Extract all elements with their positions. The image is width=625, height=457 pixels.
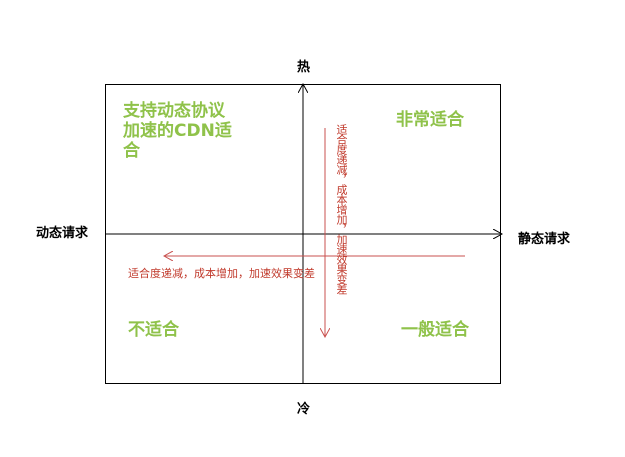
- vertical-trend-note: 适合度递减，成本增加，加速效果变差: [335, 124, 348, 294]
- axis-label-bottom: 冷: [297, 402, 311, 417]
- quadrant-bottom-right-label: 一般适合: [401, 320, 469, 340]
- axis-label-right: 静态请求: [518, 232, 571, 247]
- quadrant-bottom-left-label: 不适合: [128, 320, 179, 340]
- axis-label-top: 热: [297, 60, 311, 75]
- horizontal-trend-note: 适合度递减，成本增加，加速效果变差: [128, 267, 315, 280]
- quadrant-top-right-label: 非常适合: [396, 110, 464, 130]
- quadrant-top-left-label: 支持动态协议加速的CDN适合: [123, 101, 232, 161]
- axis-label-left: 动态请求: [36, 226, 89, 241]
